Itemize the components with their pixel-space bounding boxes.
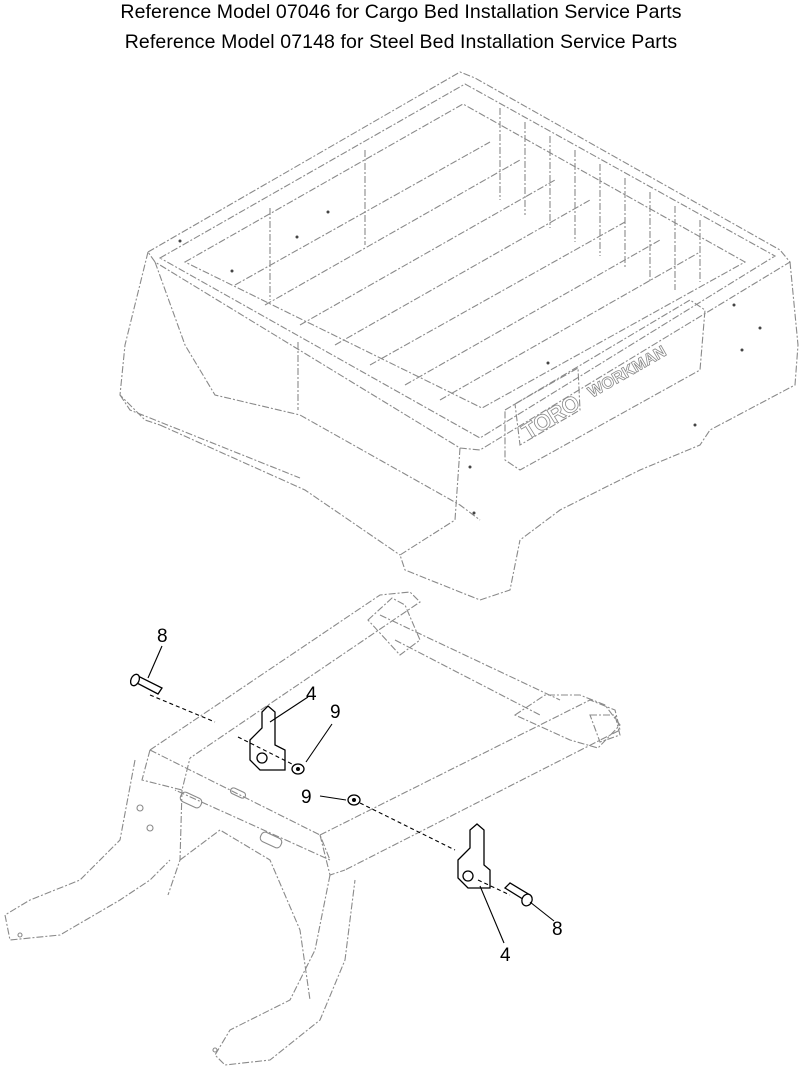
callout-9-lower: 9	[301, 787, 312, 808]
toro-logo: TORO	[517, 390, 584, 445]
diagram-title-line-2: Reference Model 07148 for Steel Bed Inst…	[124, 31, 678, 53]
workman-logo: WORKMAN	[586, 343, 670, 401]
bolt-part-8-right	[503, 882, 533, 907]
nut-part-9-lower	[347, 794, 456, 851]
nut-part-9-upper	[291, 763, 305, 775]
callout-4-left: 4	[306, 684, 317, 705]
callout-4-right: 4	[500, 945, 511, 966]
callout-8-right: 8	[552, 919, 563, 940]
bracket-part-4-left	[237, 705, 301, 771]
diagram-title-line-1: Reference Model 07046 for Cargo Bed Inst…	[120, 1, 682, 23]
bracket-part-4-right	[457, 823, 511, 896]
callout-8-left: 8	[157, 626, 168, 647]
vehicle-frame-illustration	[4, 591, 621, 1066]
bolt-part-8-left	[129, 673, 216, 723]
callout-9-upper: 9	[330, 702, 341, 723]
callout-leaders	[147, 645, 555, 944]
cargo-bed-illustration	[119, 71, 799, 601]
